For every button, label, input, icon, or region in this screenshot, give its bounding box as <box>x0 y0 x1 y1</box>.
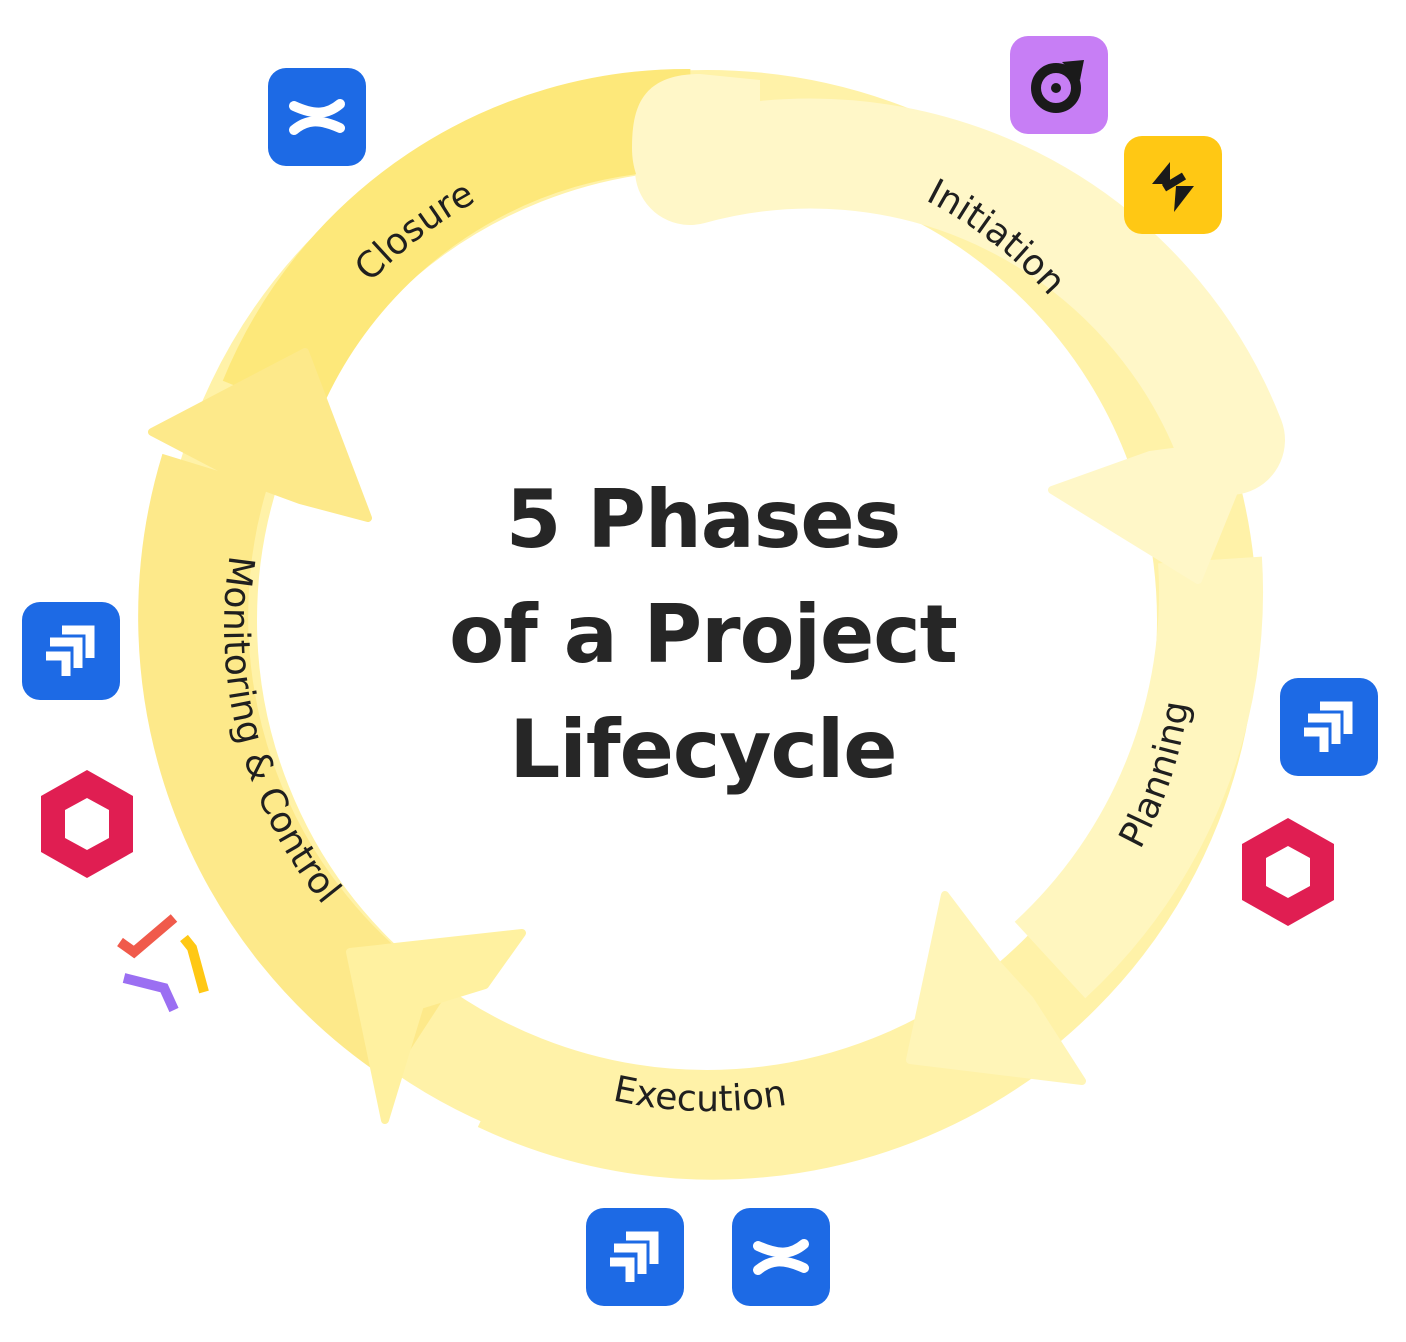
arrowhead-initiation <box>1048 416 1267 584</box>
hexagon-app-icon <box>1238 816 1338 928</box>
hexagon-app-icon <box>37 768 137 880</box>
diagram-title: 5 Phases of a Project Lifecycle <box>403 462 1003 807</box>
checkmarks-app-icon <box>112 912 212 1022</box>
segment-execution <box>477 987 1041 1180</box>
jira-icon <box>586 1208 684 1306</box>
segment-initiation <box>635 98 1285 495</box>
arrowhead-execution <box>346 929 526 1124</box>
jira-icon <box>22 602 120 700</box>
arrowhead-planning <box>906 891 1086 1085</box>
confluence-icon <box>732 1208 830 1306</box>
arrowhead-monitoring <box>148 348 372 522</box>
title-line-1: 5 Phases <box>505 473 902 566</box>
jira-icon <box>1280 678 1378 776</box>
confluence-icon <box>268 68 366 166</box>
segment-planning <box>1014 556 1264 999</box>
title-line-3: Lifecycle <box>509 703 897 796</box>
title-line-2: of a Project <box>449 588 958 681</box>
jira-service-management-icon <box>1124 136 1222 234</box>
segment-monitoring <box>138 453 451 1082</box>
initiation-start-cap <box>632 74 760 221</box>
loom-icon <box>1010 36 1108 134</box>
segment-closure <box>222 68 691 420</box>
